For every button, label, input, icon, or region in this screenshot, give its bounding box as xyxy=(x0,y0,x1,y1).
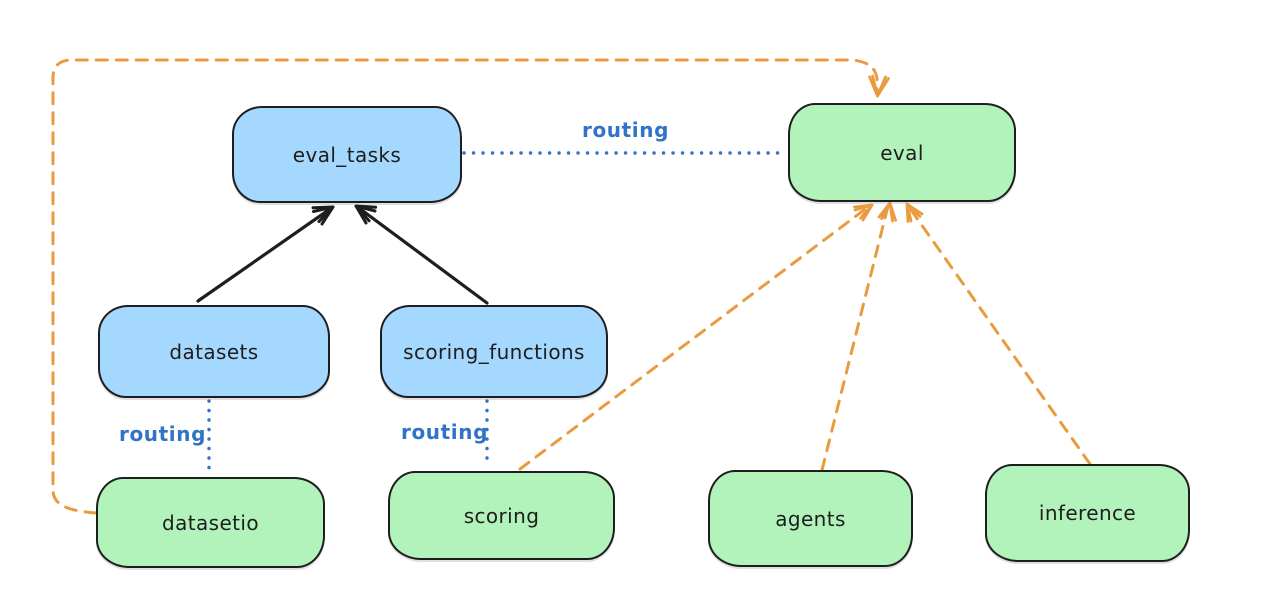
node-eval: eval xyxy=(788,103,1016,202)
node-scoring-label: scoring xyxy=(463,503,540,528)
node-scoring: scoring xyxy=(388,471,615,560)
edge-datasetio-to-eval xyxy=(51,58,890,515)
edge-scoring-to-eval xyxy=(518,203,874,471)
routing-label-datasets: routing xyxy=(119,422,207,446)
routing-label-scoring: routing xyxy=(401,420,489,444)
node-inference: inference xyxy=(985,464,1190,562)
node-scoring-functions: scoring_functions xyxy=(380,305,608,398)
node-agents: agents xyxy=(708,470,913,567)
node-datasetio-label: datasetio xyxy=(161,510,259,535)
node-datasetio: datasetio xyxy=(96,477,325,568)
edge-datasets-to-eval_tasks xyxy=(196,205,335,303)
node-datasets-label: datasets xyxy=(169,339,259,364)
edge-scoring_functions-to-eval_tasks xyxy=(354,204,489,305)
edge-agents-to-eval xyxy=(820,201,897,472)
node-eval-label: eval xyxy=(880,140,924,165)
node-eval-tasks-label: eval_tasks xyxy=(292,142,402,167)
node-inference-label: inference xyxy=(1038,501,1137,525)
node-agents-label: agents xyxy=(775,506,846,531)
node-eval-tasks: eval_tasks xyxy=(232,106,462,203)
edge-inference-to-eval xyxy=(905,202,1092,466)
node-scoring-functions-label: scoring_functions xyxy=(403,339,585,364)
routing-label-top: routing xyxy=(582,118,670,142)
node-datasets: datasets xyxy=(98,305,330,398)
